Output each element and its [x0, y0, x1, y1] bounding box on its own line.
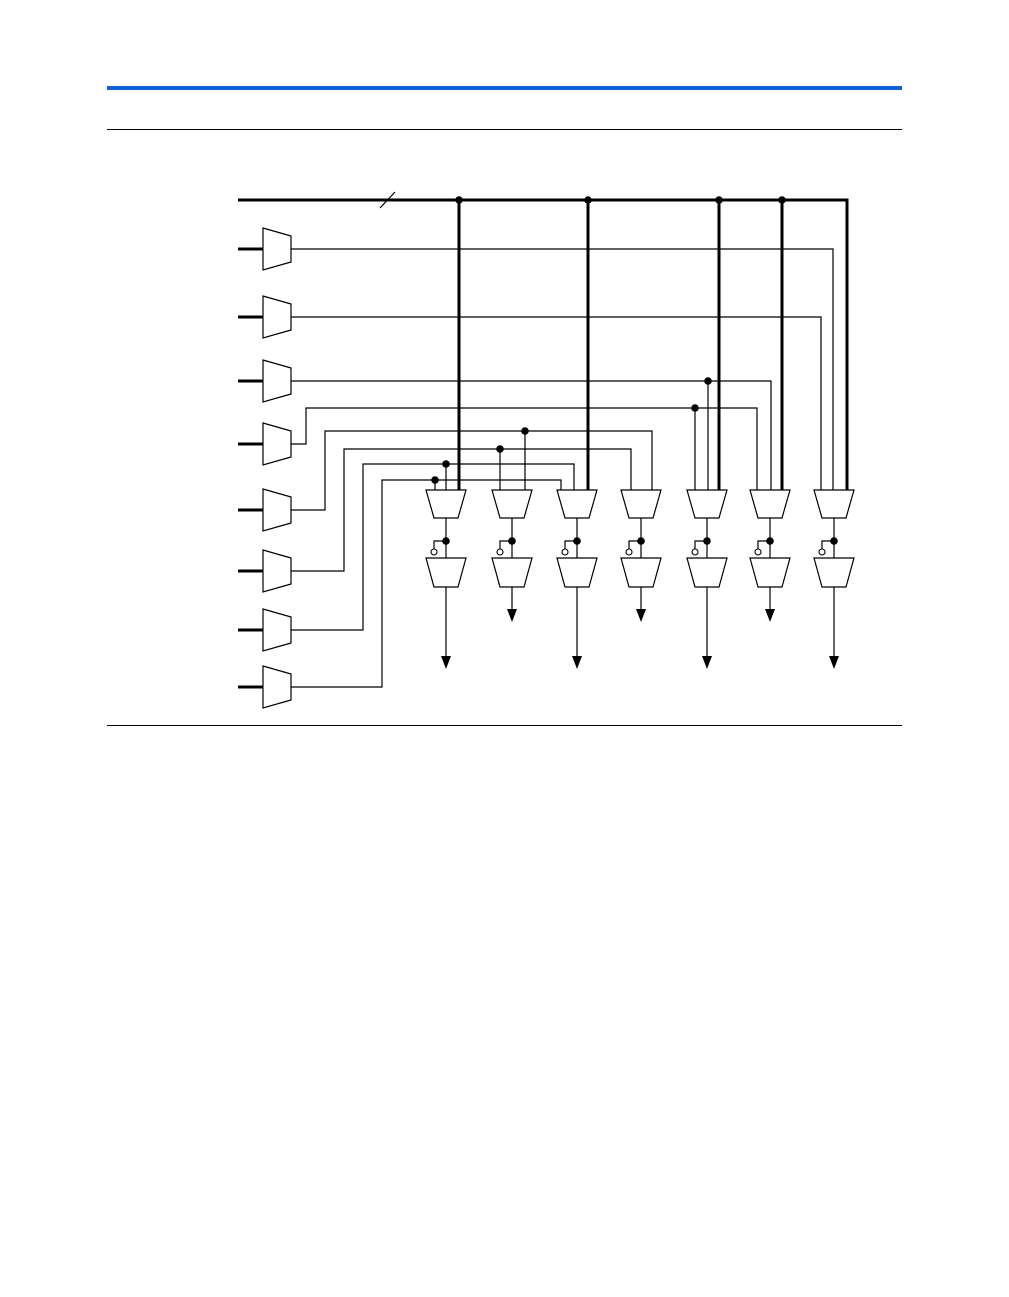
output-arrow	[441, 656, 451, 669]
junction-dot	[442, 460, 450, 468]
junction-dot	[830, 537, 838, 545]
junction-dot	[637, 537, 645, 545]
stage1-mux	[426, 490, 466, 518]
stage1-mux	[750, 490, 790, 518]
input-mux	[263, 489, 291, 531]
input-mux	[263, 550, 291, 592]
junction-dot	[704, 377, 712, 385]
output-arrow	[507, 609, 517, 622]
junction-dot	[496, 445, 504, 453]
input-mux	[263, 423, 291, 465]
stage2-mux	[492, 558, 532, 587]
input-mux	[263, 228, 291, 270]
junction-dot	[766, 537, 774, 545]
stage1-mux	[814, 490, 854, 518]
stage2-mux	[687, 558, 727, 587]
output-arrow	[702, 656, 712, 669]
inverter-bubble	[626, 549, 632, 555]
stage2-mux	[814, 558, 854, 587]
input-mux	[263, 296, 291, 338]
junction-dot	[715, 196, 723, 204]
junction-dot	[691, 404, 699, 412]
junction-dot	[703, 537, 711, 545]
output-arrow	[572, 656, 582, 669]
inverter-bubble	[819, 549, 825, 555]
junction-dot	[508, 537, 516, 545]
junction-dot	[778, 196, 786, 204]
stage2-mux	[750, 558, 790, 587]
junction-dot	[521, 427, 529, 435]
output-arrow	[765, 609, 775, 622]
output-arrow	[636, 609, 646, 622]
stage1-mux	[492, 490, 532, 518]
stage2-mux	[557, 558, 597, 587]
input-mux	[263, 609, 291, 651]
stage2-mux	[426, 558, 466, 587]
inverter-bubble	[755, 549, 761, 555]
junction-dot	[455, 196, 463, 204]
stage1-mux	[621, 490, 661, 518]
junction-dot	[431, 476, 439, 484]
wires	[291, 249, 834, 687]
stage1-mux	[557, 490, 597, 518]
input-mux	[263, 360, 291, 402]
stage1-mux	[687, 490, 727, 518]
output-arrow	[829, 656, 839, 669]
junction-dot	[584, 196, 592, 204]
route-wire	[291, 431, 652, 510]
inverter-bubble	[431, 549, 437, 555]
inverter-bubble	[692, 549, 698, 555]
inverter-bubble	[497, 549, 503, 555]
inverter-bubble	[562, 549, 568, 555]
route-wire	[291, 249, 833, 490]
route-wire	[291, 464, 574, 630]
junction-dot	[573, 537, 581, 545]
bus-lines	[238, 200, 847, 687]
input-mux	[263, 666, 291, 708]
junction-dot	[442, 537, 450, 545]
stage2-mux	[621, 558, 661, 587]
bus-line	[238, 200, 847, 490]
